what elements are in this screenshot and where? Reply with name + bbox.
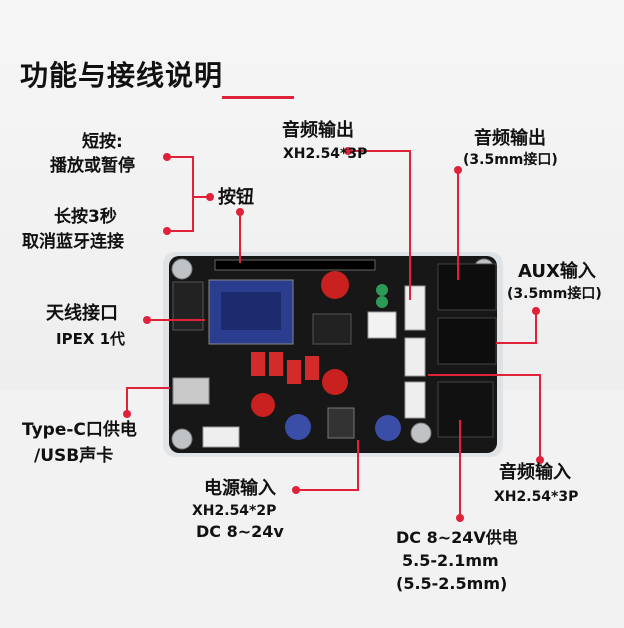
- marker-dot: [454, 166, 462, 174]
- marker-dot: [236, 208, 244, 216]
- dc-title: DC 8~24V供电: [396, 528, 518, 547]
- power-in-desc2: DC 8~24v: [196, 522, 284, 541]
- antenna-desc: IPEX 1代: [56, 330, 126, 348]
- antenna-title: 天线接口: [46, 303, 118, 324]
- audio-out-title: 音频输出: [282, 120, 354, 141]
- typec-title: Type-C口供电: [22, 420, 137, 440]
- marker-dot: [532, 307, 540, 315]
- marker-dot: [536, 456, 544, 464]
- title-underline: [222, 96, 294, 99]
- board-illustration: [163, 252, 503, 457]
- power-in-title: 电源输入: [204, 478, 276, 499]
- long-press-desc: 取消蓝牙连接: [22, 232, 124, 252]
- audio-in-desc: XH2.54*3P: [494, 489, 579, 505]
- marker-dot: [344, 147, 352, 155]
- audio-out-desc: XH2.54*3P: [283, 146, 368, 162]
- audio-out-jack-title: 音频输出: [474, 128, 546, 149]
- marker-dot: [123, 410, 131, 418]
- long-press-title: 长按3秒: [54, 207, 117, 227]
- short-press-title: 短按:: [82, 132, 123, 152]
- marker-dot: [292, 486, 300, 494]
- audio-in-title: 音频输入: [499, 462, 571, 483]
- aux-in-title: AUX输入: [518, 261, 596, 282]
- button-label: 按钮: [218, 187, 254, 208]
- marker-dot: [163, 153, 171, 161]
- marker-dot: [456, 514, 464, 522]
- dc-desc2: (5.5-2.5mm): [396, 574, 508, 593]
- page-title: 功能与接线说明: [20, 59, 224, 92]
- aux-in-desc: (3.5mm接口): [507, 286, 602, 302]
- marker-dot: [143, 316, 151, 324]
- marker-dot: [163, 227, 171, 235]
- dc-desc1: 5.5-2.1mm: [402, 551, 499, 570]
- typec-desc: /USB声卡: [34, 446, 114, 466]
- marker-dot: [206, 193, 214, 201]
- power-in-desc1: XH2.54*2P: [192, 503, 277, 519]
- short-press-desc: 播放或暂停: [50, 156, 135, 176]
- audio-out-jack-desc: (3.5mm接口): [463, 152, 558, 168]
